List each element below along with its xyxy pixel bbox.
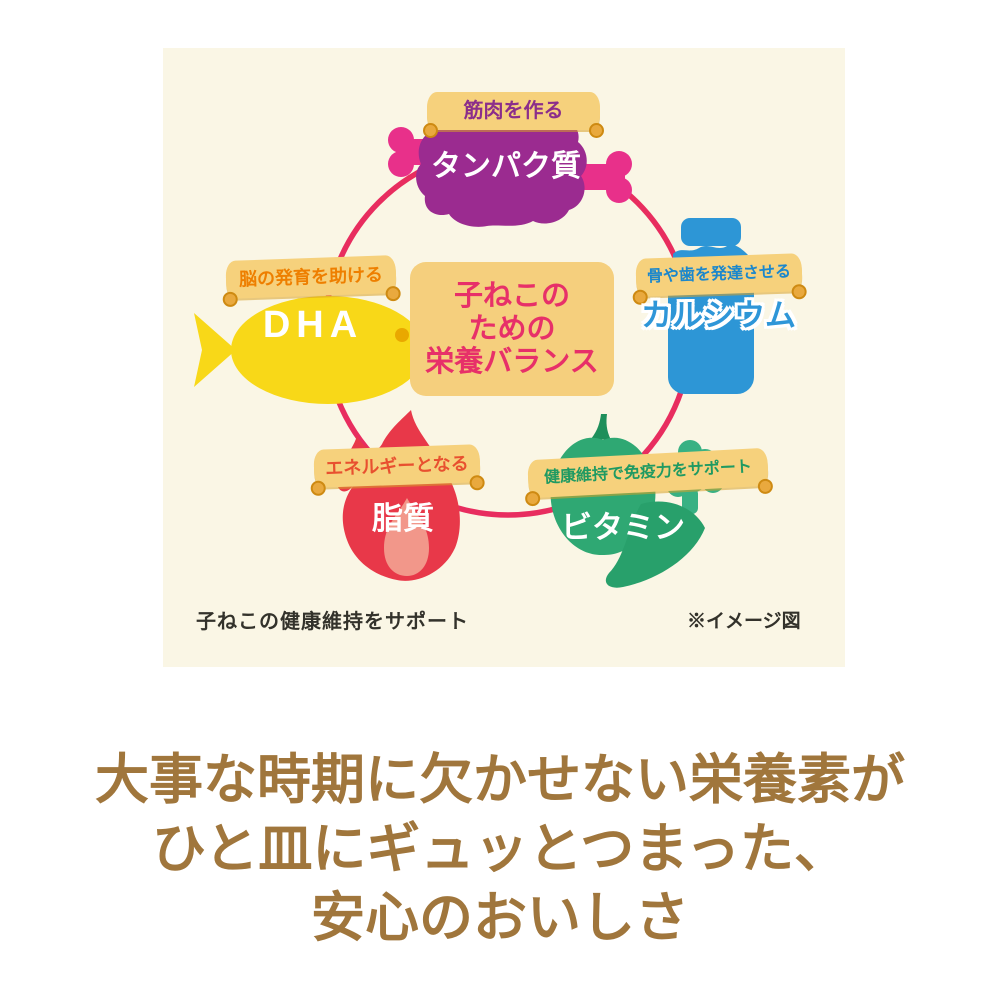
calcium-banner-text: 骨や歯を発達させる <box>646 263 792 286</box>
tagline-line3: 安心のおいしさ <box>311 888 689 948</box>
flame-inner-shape <box>384 498 429 576</box>
diagram-caption: 子ねこの健康維持をサポート <box>196 611 469 633</box>
center-title-line3: 栄養バランス <box>425 345 599 378</box>
banner-roll-icon <box>589 123 604 138</box>
fat-banner-text: エネルギーとなる <box>324 453 470 479</box>
center-title-line1: 子ねこの <box>453 279 570 312</box>
fish-eye <box>395 328 409 342</box>
leaf-pod-shape <box>605 501 705 588</box>
calcium-label: カルシウム <box>641 298 796 333</box>
fish-body-shape <box>231 296 425 404</box>
vegetables-icon <box>550 414 724 588</box>
tagline-line1: 大事な時期に欠かせない栄養素が <box>95 750 905 810</box>
nutrition-diagram-panel: 筋肉を作る タンパク質 脳の発育を助ける DHA 骨や歯を発達させる <box>163 48 845 667</box>
flame-icon <box>336 410 460 581</box>
tagline: 大事な時期に欠かせない栄養素が ひと皿にギュッとつまった、 安心のおいしさ <box>0 746 1000 953</box>
calcium-banner: 骨や歯を発達させる <box>632 253 807 306</box>
vitamin-label: ビタミン <box>561 510 685 545</box>
center-title-line2: ための <box>468 312 556 345</box>
fish-tail-shape <box>194 313 236 387</box>
center-title-box: 子ねこの ための 栄養バランス <box>410 262 614 396</box>
fat-label: 脂質 <box>372 501 434 536</box>
tagline-line2: ひと皿にギュッとつまった、 <box>151 819 849 879</box>
dha-fish-icon <box>194 296 425 404</box>
pepper-stem-shape <box>591 414 611 440</box>
dha-label: DHA <box>262 304 364 346</box>
meat-blob-shape <box>416 120 587 227</box>
image-disclaimer-note: ※イメージ図 <box>687 611 801 632</box>
dha-banner: 脳の発育を助ける <box>222 255 401 308</box>
fat-banner: エネルギーとなる <box>310 444 485 497</box>
dha-banner-text: 脳の発育を助ける <box>238 264 384 290</box>
protein-label: タンパク質 <box>431 150 581 183</box>
protein-banner: 筋肉を作る <box>423 92 604 138</box>
protein-meat-bone-icon <box>388 120 632 227</box>
protein-banner-text: 筋肉を作る <box>463 100 564 122</box>
bottle-cap-shape <box>681 218 741 246</box>
vitamin-banner-text: 健康維持で免疫力をサポート <box>543 458 753 487</box>
banner-roll-icon <box>423 123 438 138</box>
